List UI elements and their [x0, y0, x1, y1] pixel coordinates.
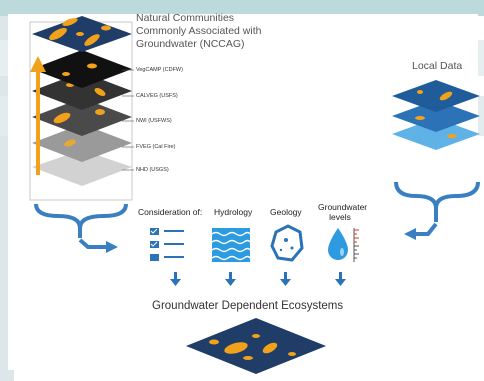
- right-merge-arrow: [394, 181, 480, 236]
- down-arrow-1: [170, 272, 181, 286]
- water-waves-icon: [211, 228, 251, 262]
- nccag-title-line-3: Groundwater (NCCAG): [136, 38, 245, 50]
- geology-label: Geology: [270, 207, 302, 217]
- layer-fveg: [32, 124, 132, 162]
- layer-calveg: [32, 72, 132, 110]
- left-arrow-head: [106, 241, 118, 253]
- right-arrow-head: [404, 228, 416, 240]
- layer-leader-lines: [122, 69, 134, 171]
- local-data-stack: [392, 80, 480, 150]
- local-data-label: Local Data: [412, 60, 463, 72]
- nccag-title-line-2: Commonly Associated with: [136, 25, 262, 37]
- down-arrow-4: [335, 272, 346, 286]
- layer-vegcamp: [32, 50, 132, 88]
- stack-up-arrow: [30, 56, 46, 175]
- layer-label-calveg: CALVEG (USFS): [136, 93, 178, 99]
- down-arrow-2: [225, 272, 236, 286]
- nccag-title: Natural Communities Commonly Associated …: [136, 12, 296, 51]
- background-edge-top: [0, 0, 484, 16]
- rock-icon: [270, 224, 304, 262]
- layer-nccag-map: [32, 16, 132, 52]
- down-arrows: [170, 272, 346, 286]
- nccag-title-line-1: Natural Communities: [136, 12, 235, 24]
- layer-label-vegcamp: VegCAMP (CDFW): [136, 67, 183, 73]
- layer-nwi: [32, 98, 132, 136]
- water-drop-icon: [328, 228, 359, 262]
- layer-label-nwi: NWI (USFWS): [136, 118, 172, 124]
- groundwater-levels-label: Groundwater levels: [318, 202, 368, 222]
- left-merge-arrow: [34, 203, 128, 249]
- layer-label-fveg: FVEG (Cal Fire): [136, 144, 176, 150]
- gde-result-label: Groundwater Dependent Ecosystems: [152, 300, 344, 312]
- hydrology-label: Hydrology: [214, 207, 253, 217]
- layer-nhd: [32, 150, 132, 186]
- consideration-label: Consideration of:: [138, 207, 203, 217]
- layer-label-nhd: NHD (USGS): [136, 167, 169, 173]
- down-arrow-3: [280, 272, 291, 286]
- checklist-icon: [150, 228, 184, 261]
- gde-result-map: [186, 318, 326, 374]
